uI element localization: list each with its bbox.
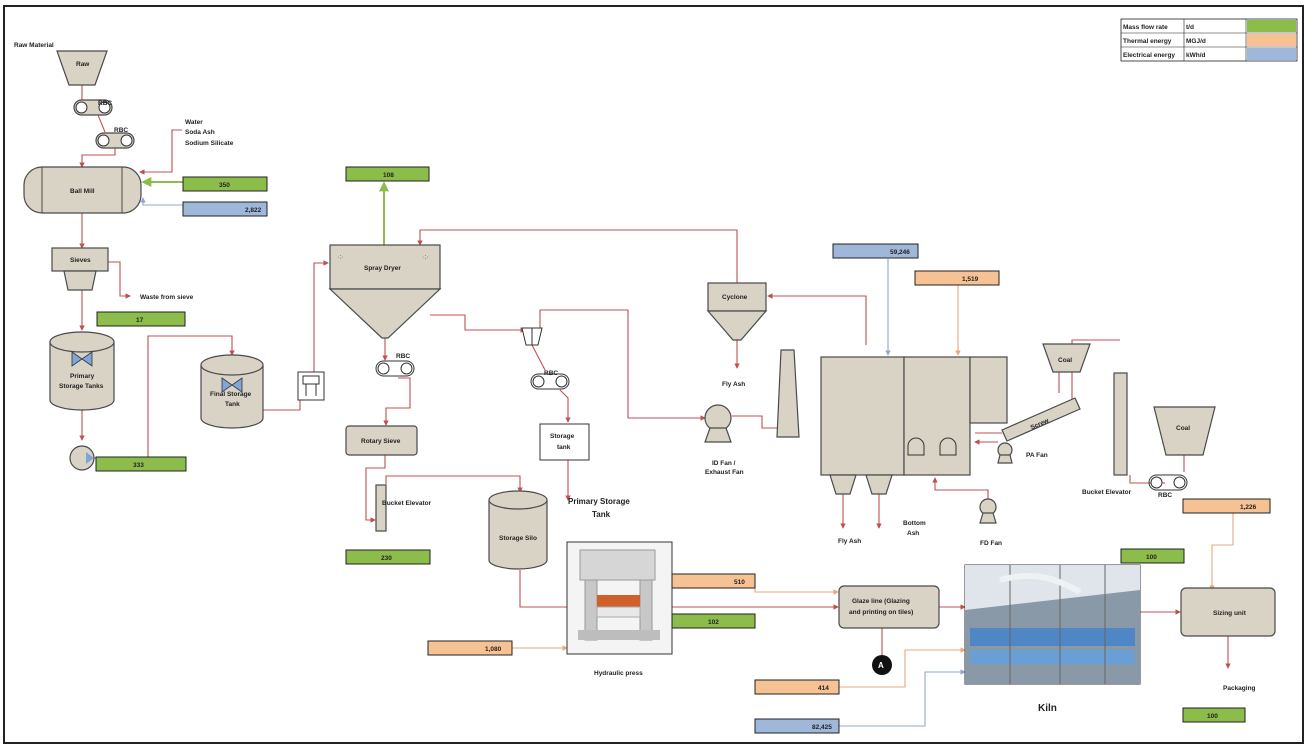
legend-thermal-unit: MGJ/d [1186,38,1206,45]
rbc-5 [1149,475,1187,490]
spray-dryer-label: Spray Dryer [364,265,401,272]
primary-storage-tank-label-2: Tank [592,510,611,519]
kiln-thermal-value: 414 [818,685,829,692]
rbc-4-label: RBC [544,370,558,377]
press-mass-value: 102 [708,619,719,626]
hot-gas-generator [821,357,1007,494]
bucket-elevator-left [376,485,386,531]
cyclone-label: Cyclone [722,294,748,301]
rotary-sieve-label: Rotary Sieve [361,438,401,445]
chimney [777,350,799,437]
legend-mass-swatch [1247,20,1296,32]
coal-1-label: Coal [1058,357,1072,364]
sieves [52,248,108,290]
sodium-silicate-label: Sodium Silicate [185,140,234,147]
rbc-1-label: RBC [98,100,112,107]
bottom-ash-label-1: Bottom [903,520,926,527]
bottom-ash-label-2: Ash [907,530,919,537]
pump-mass-value: 333 [133,462,144,469]
id-fan-label-1: ID Fan / [712,460,736,467]
legend-thermal-swatch [1247,34,1296,46]
primary-storage-tanks-label-1: Primary [70,373,95,380]
rbc-2 [96,133,134,148]
water-label: Water [185,119,203,126]
fly-ash-bottom-label: Fly Ash [838,538,861,545]
hg-elec-value: 59,246 [890,249,910,256]
spray-dryer: ·:· ·:· [330,245,440,338]
storage-tank-label-2: tank [557,444,571,451]
coal-thermal-value: 1,226 [1240,504,1257,511]
waste-from-sieve-label: Waste from sieve [140,294,194,301]
ball-mill-elec-value: 2,822 [245,207,262,214]
storage-tank-label-1: Storage [550,433,575,440]
fd-fan-label: FD Fan [980,540,1002,547]
waste-mass-value: 17 [136,317,144,324]
filter-unit [298,372,324,400]
legend-thermal-name: Thermal energy [1123,38,1172,45]
rbc-3-label: RBC [396,353,410,360]
storage-silo-label: Storage Silo [499,535,537,542]
bucket-elevator-right [1114,373,1127,475]
kiln-label: Kiln [1038,703,1057,714]
legend-electrical-swatch [1247,48,1296,60]
primary-storage-tanks-label-2: Storage Tanks [59,383,104,390]
legend-electrical-unit: kWh/d [1186,52,1206,59]
pa-fan-label: PA Fan [1026,452,1048,459]
fly-ash-top-label: Fly Ash [722,381,745,388]
coal-thermal-box [1183,499,1270,513]
pa-fan [998,443,1012,463]
packaging-mass-value: 100 [1207,713,1218,720]
spray-dryer-exhaust-value: 108 [383,172,394,179]
water-mass-value: 350 [219,182,230,189]
svg-text:·:·: ·:· [337,254,344,261]
hydraulic-press-image [567,542,672,654]
rbc-3 [376,361,414,376]
glaze-line [839,586,939,628]
raw-hopper-label: Raw [76,61,90,68]
coal-2-label: Coal [1176,425,1190,432]
final-storage-tank-label-2: Tank [225,401,240,408]
kiln-mass-value: 100 [1146,554,1157,561]
pump [70,446,94,470]
rbc-2-label: RBC [114,127,128,134]
side-hopper [522,328,542,345]
sizing-unit-label: Sizing unit [1213,610,1247,617]
hydraulic-press-label: Hydraulic press [594,670,643,677]
primary-storage-tank-label-1: Primary Storage [568,497,630,506]
glaze-line-label-1: Glaze line (Glazing [852,598,910,605]
legend-electrical-name: Electrical energy [1123,52,1175,59]
a-marker-label: A [878,661,884,670]
kiln-photo [965,565,1140,684]
hg-thermal-box [915,271,999,285]
packaging-label: Packaging [1223,685,1256,692]
bucket-mass-value: 230 [381,555,392,562]
glaze-line-label-2: and printing on tiles) [849,609,913,616]
rbc-5-label: RBC [1158,492,1172,499]
fd-fan [980,499,996,523]
svg-text:·:·: ·:· [422,254,429,261]
id-fan-label-2: Exhaust Fan [705,469,744,476]
primary-storage-tanks [50,332,114,410]
press-thermal-1-value: 510 [734,579,745,586]
cyclone [708,283,766,340]
ball-mill-label: Ball Mill [70,188,95,195]
storage-silo [489,491,547,569]
raw-material-label: Raw Material [14,42,54,49]
bucket-elevator-right-label: Bucket Elevator [1082,489,1132,496]
hg-thermal-value: 1,519 [962,276,979,283]
legend: Mass flow rate t/d Thermal energy MGJ/d … [1121,19,1297,61]
storage-tank-box [540,424,589,460]
legend-mass-unit: t/d [1186,24,1194,31]
raw-hopper [57,51,107,85]
kiln-elec-value: 82,425 [812,724,832,731]
press-thermal-2-value: 1,080 [485,646,502,653]
id-fan [705,405,731,442]
legend-mass-name: Mass flow rate [1123,24,1168,31]
final-storage-tank-label-1: Final Storage [210,391,252,398]
soda-ash-label: Soda Ash [185,129,215,136]
bucket-elevator-left-label: Bucket Elevator [382,500,432,507]
sieves-label: Sieves [70,257,91,264]
